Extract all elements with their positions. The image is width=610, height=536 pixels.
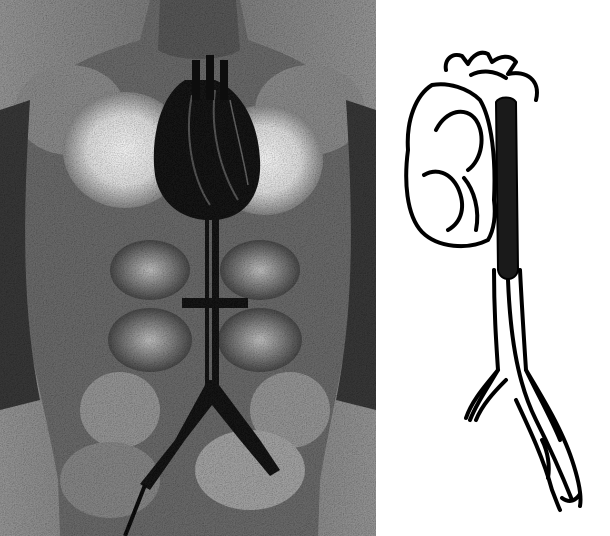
ab-lower-left bbox=[80, 372, 160, 448]
ab-mid-left bbox=[108, 308, 192, 372]
heart-chamber-line-1 bbox=[436, 112, 482, 170]
intra-aortic-balloon bbox=[496, 98, 518, 280]
renal-arteries bbox=[182, 298, 248, 308]
heart-balloon-drawing-svg bbox=[376, 0, 610, 536]
arch-inner bbox=[471, 72, 506, 78]
vessel-branch-3 bbox=[220, 60, 228, 100]
torso-photograph bbox=[0, 0, 376, 536]
torso-photograph-svg bbox=[0, 0, 376, 536]
ab-upper-right bbox=[220, 240, 300, 300]
vessel-branch-2 bbox=[206, 55, 214, 100]
aorta-wall-right bbox=[520, 270, 560, 440]
vessel-branch-1 bbox=[192, 60, 200, 100]
heart-chamber-line-3 bbox=[464, 178, 477, 230]
ab-upper-left bbox=[110, 240, 190, 300]
neck bbox=[158, 0, 240, 59]
heart-chamber-line-2 bbox=[424, 172, 462, 230]
heart-outline bbox=[406, 84, 495, 246]
ab-mid-right bbox=[218, 308, 302, 372]
heart-balloon-drawing bbox=[376, 0, 610, 536]
aortic-arch-outline bbox=[446, 53, 537, 100]
